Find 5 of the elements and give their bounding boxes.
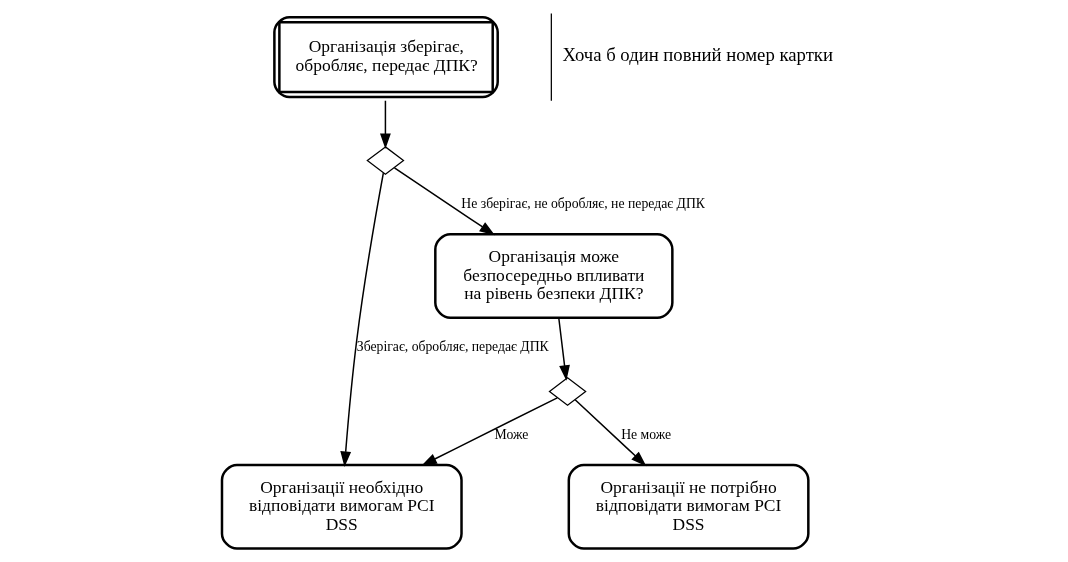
edge-label: Не може	[620, 426, 671, 442]
node-label: Хоча б один повний номер картки	[562, 44, 833, 66]
edge-label: Може	[494, 426, 528, 442]
edge-label: Зберігає, обробляє, передає ДПК	[356, 339, 549, 355]
edge-label: Не зберігає, не обробляє, не передає ДПК	[460, 195, 705, 211]
